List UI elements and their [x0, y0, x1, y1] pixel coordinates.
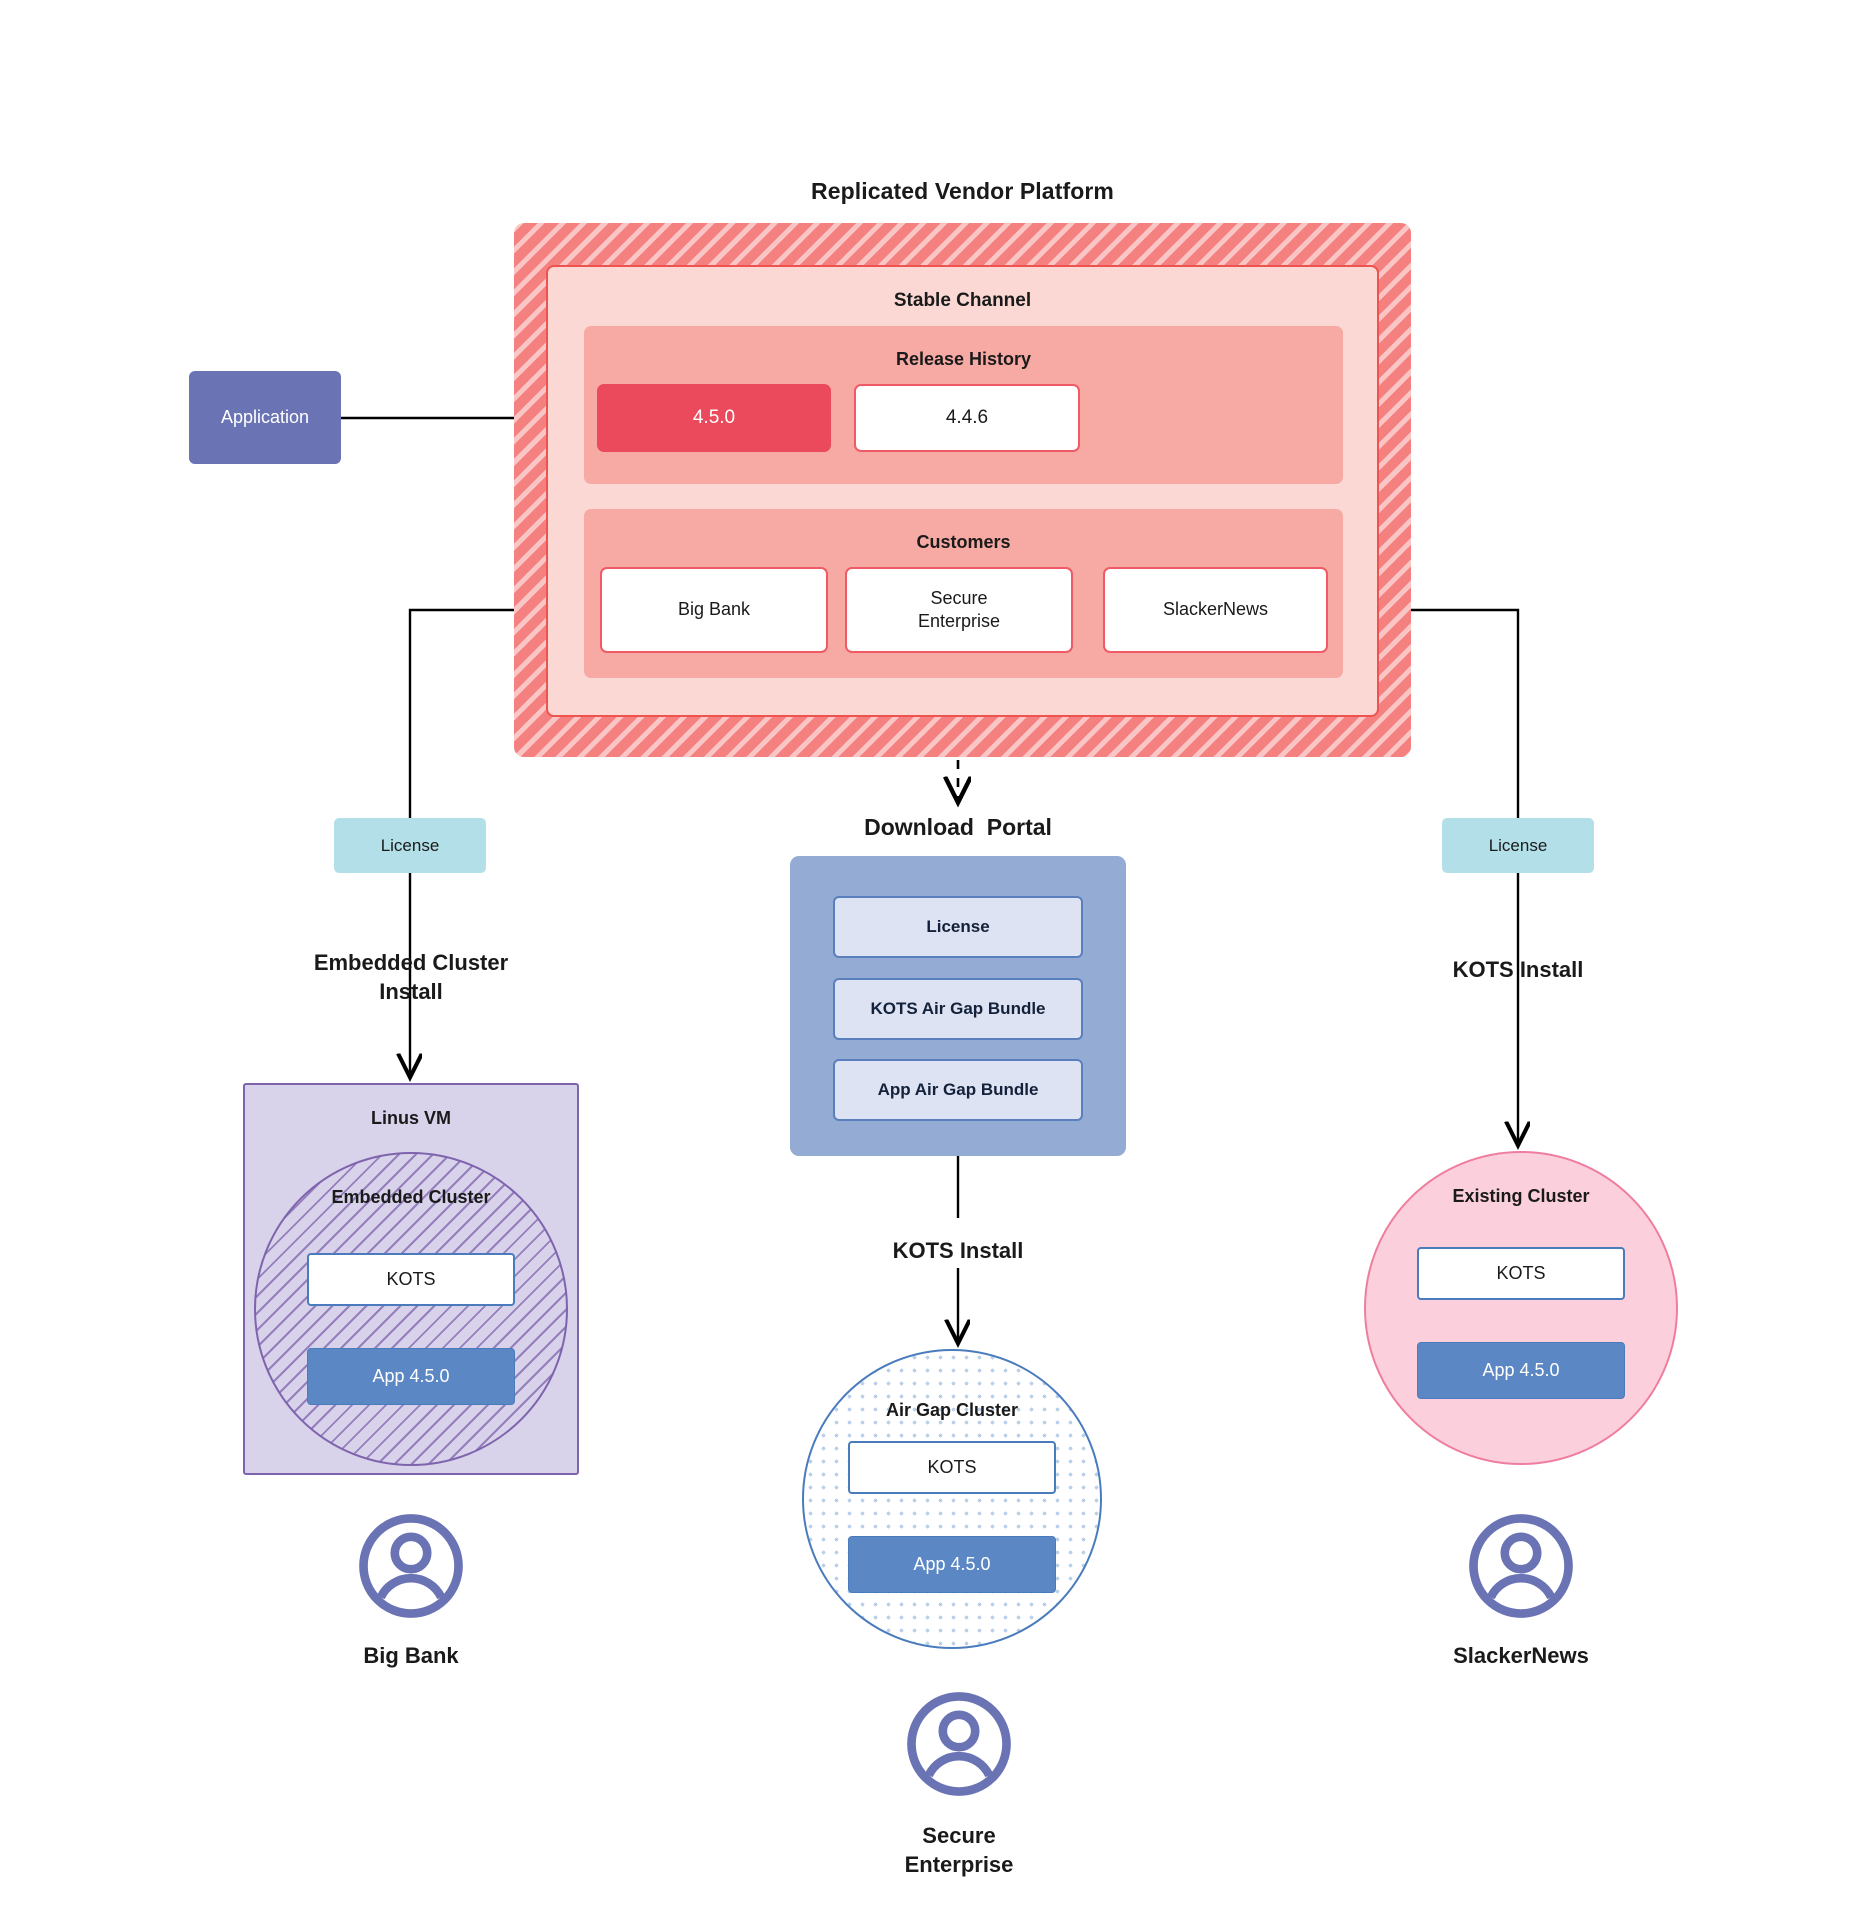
airgap-cluster-container — [802, 1349, 1102, 1649]
customer-name-big-bank: Big Bank — [363, 1643, 459, 1668]
install-label-kots-center: KOTS Install — [892, 1238, 1024, 1263]
download-portal-title: Download Portal — [864, 814, 1052, 840]
customer-name-slackernews: SlackerNews — [1453, 1643, 1589, 1668]
portal-item-license[interactable]: License — [833, 896, 1083, 958]
license-chip-left[interactable]: License — [334, 818, 486, 873]
user-avatar-icon-slackernews — [1469, 1514, 1573, 1618]
install-label-embedded-cluster: Embedded Cluster Install — [313, 950, 509, 1005]
page-title: Replicated Vendor Platform — [811, 178, 1114, 204]
app-box-center[interactable]: App 4.5.0 — [848, 1536, 1056, 1593]
release-history-label: Release History — [895, 349, 1032, 369]
airgap-cluster-label: Air Gap Cluster — [885, 1400, 1019, 1420]
user-avatar-icon-big-bank — [359, 1514, 463, 1618]
kots-box-center[interactable]: KOTS — [848, 1441, 1056, 1494]
embedded-cluster-container — [254, 1152, 568, 1466]
portal-item-kots-airgap-bundle[interactable]: KOTS Air Gap Bundle — [833, 978, 1083, 1040]
license-chip-right[interactable]: License — [1442, 818, 1594, 873]
existing-cluster-label: Existing Cluster — [1452, 1186, 1590, 1206]
portal-item-app-airgap-bundle[interactable]: App Air Gap Bundle — [833, 1059, 1083, 1121]
stable-channel-label: Stable Channel — [893, 290, 1032, 311]
customers-label: Customers — [916, 532, 1011, 552]
release-chip-past[interactable]: 4.4.6 — [854, 384, 1080, 452]
embedded-cluster-label: Embedded Cluster — [331, 1187, 491, 1207]
user-avatar-icon-secure-enterprise — [907, 1692, 1011, 1796]
app-box-left[interactable]: App 4.5.0 — [307, 1348, 515, 1405]
app-box-right[interactable]: App 4.5.0 — [1417, 1342, 1625, 1399]
customer-chip-big-bank[interactable]: Big Bank — [600, 567, 828, 653]
release-chip-current[interactable]: 4.5.0 — [597, 384, 831, 452]
customer-chip-secure-enterprise[interactable]: Secure Enterprise — [845, 567, 1073, 653]
linux-vm-label: Linus VM — [371, 1108, 451, 1128]
existing-cluster-container — [1364, 1151, 1678, 1465]
application-node[interactable]: Application — [189, 371, 341, 464]
customer-chip-slackernews[interactable]: SlackerNews — [1103, 567, 1328, 653]
customer-name-secure-enterprise: Secure Enterprise — [904, 1823, 1014, 1878]
kots-box-right[interactable]: KOTS — [1417, 1247, 1625, 1300]
kots-box-left[interactable]: KOTS — [307, 1253, 515, 1306]
install-label-kots-right: KOTS Install — [1452, 957, 1584, 982]
